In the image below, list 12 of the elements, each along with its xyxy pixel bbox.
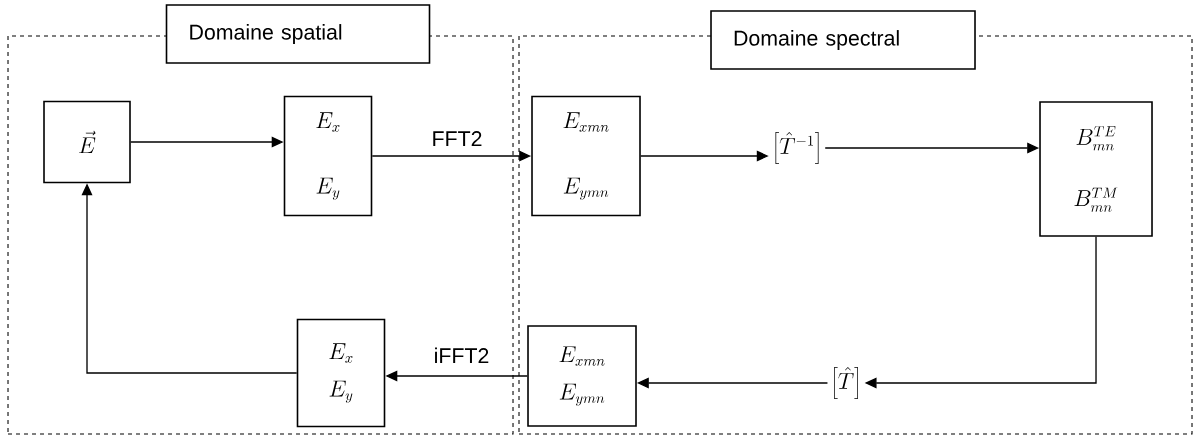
matrix-label: $\left[\hat{T}\right]$ <box>834 366 858 400</box>
edge-label: FFT2 <box>433 131 482 146</box>
matrix-label: $\left[\hat{T}^{-1}\right]$ <box>775 131 819 165</box>
math-box: $E_{xmn}$ $E_{ymn}$ <box>531 95 641 217</box>
math-box: $E_x$ $E_y$ <box>296 318 386 428</box>
math-box: $E_x$ $E_y$ <box>283 95 373 217</box>
math-box: $B_{mn}^{TE}$ $B_{mn}^{TM}$ <box>1039 101 1153 237</box>
math-box: $E_{xmn}$ $E_{ymn}$ <box>527 325 637 427</box>
math-box: $\vec{E}$ <box>43 100 131 184</box>
heading-box: Domaine spectral <box>710 10 976 70</box>
heading-box: Domaine spatial <box>165 4 431 64</box>
edge-label: iFFT2 <box>435 347 489 363</box>
